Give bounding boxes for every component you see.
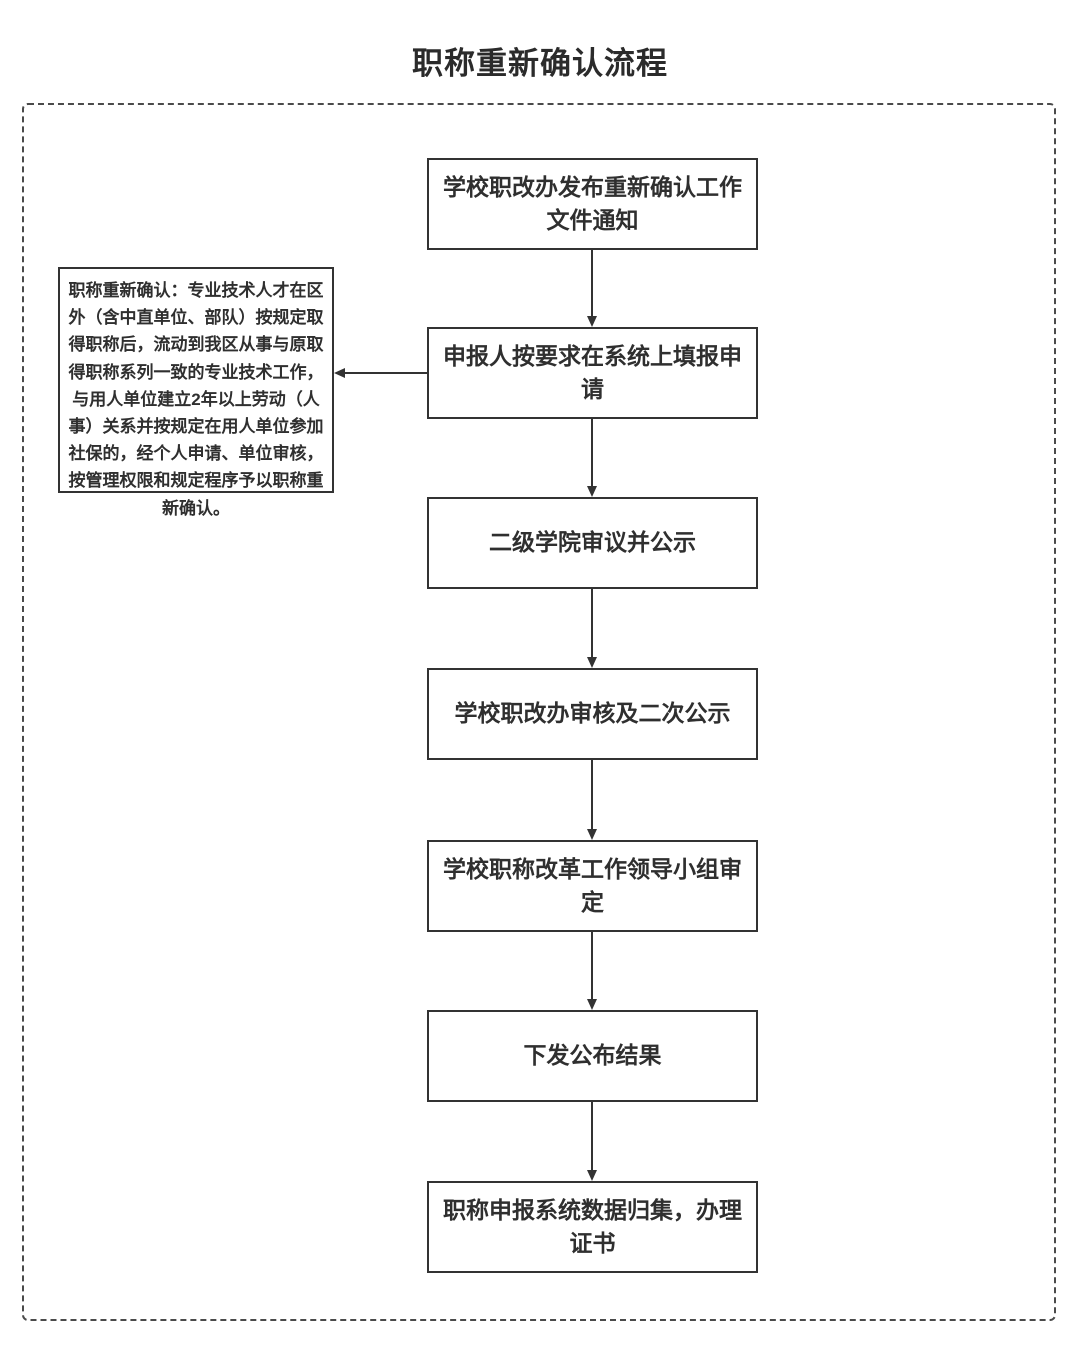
arrow-down-1	[587, 250, 597, 327]
definition-note-text: 职称重新确认：专业技术人才在区外（含中直单位、部队）按规定取得职称后，流动到我区…	[68, 281, 324, 518]
dashed-boundary	[22, 103, 1056, 1321]
flow-step-3-label: 二级学院审议并公示	[489, 529, 696, 556]
flow-step-7: 职称申报系统数据归集，办理证书	[427, 1181, 758, 1273]
flow-step-6: 下发公布结果	[427, 1010, 758, 1102]
arrow-down-3	[587, 589, 597, 668]
flow-step-1: 学校职改办发布重新确认工作文件通知	[427, 158, 758, 250]
flow-step-7-label: 职称申报系统数据归集，办理证书	[443, 1196, 742, 1256]
flow-step-2-label: 申报人按要求在系统上填报申请	[443, 342, 742, 402]
arrow-down-6	[587, 1102, 597, 1181]
flow-step-5-label: 学校职称改革工作领导小组审定	[443, 855, 742, 915]
flow-step-2: 申报人按要求在系统上填报申请	[427, 327, 758, 419]
definition-note: 职称重新确认：专业技术人才在区外（含中直单位、部队）按规定取得职称后，流动到我区…	[58, 267, 334, 518]
arrow-down-2	[587, 419, 597, 497]
flow-step-6-label: 下发公布结果	[523, 1042, 662, 1069]
flow-step-4-label: 学校职改办审核及二次公示	[454, 700, 731, 727]
arrow-down-5	[587, 932, 597, 1010]
arrow-left-to-note	[334, 368, 427, 378]
flow-step-5: 学校职称改革工作领导小组审定	[427, 840, 758, 932]
flow-step-4: 学校职改办审核及二次公示	[427, 668, 758, 760]
arrow-down-4	[587, 760, 597, 840]
flow-step-3: 二级学院审议并公示	[427, 497, 758, 589]
page-title: 职称重新确认流程	[412, 46, 668, 81]
flow-step-1-label: 学校职改办发布重新确认工作文件通知	[443, 173, 742, 233]
